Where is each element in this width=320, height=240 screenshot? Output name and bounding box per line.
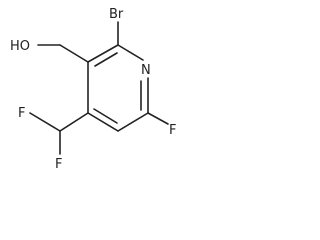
bond-chf2-f-top <box>29 112 61 132</box>
molecule-diagram: Br N HO F F F <box>10 7 176 172</box>
structure-canvas: Br N HO F F F <box>0 0 198 178</box>
bond-c2-n <box>117 44 144 61</box>
bonds <box>29 21 169 155</box>
bond-c6-c5 <box>117 112 149 132</box>
bond-c3-ch2 <box>59 44 89 63</box>
atom-br: Br <box>109 7 124 22</box>
bond-c4-chf2 <box>59 112 89 132</box>
atom-n: N <box>141 63 151 78</box>
atom-labels: Br N HO F F F <box>10 7 176 172</box>
bond-c3-c2 <box>87 44 119 63</box>
atom-oh: HO <box>10 39 30 54</box>
bond-c6-f <box>147 112 169 125</box>
bond-c3-c2-inner <box>94 52 118 67</box>
atom-f-top: F <box>18 106 25 121</box>
bond-c5-c4 <box>87 112 119 132</box>
atom-f-bottom: F <box>55 157 62 172</box>
atom-f-ring: F <box>169 123 176 138</box>
bond-c5-c4-inner <box>93 108 118 124</box>
